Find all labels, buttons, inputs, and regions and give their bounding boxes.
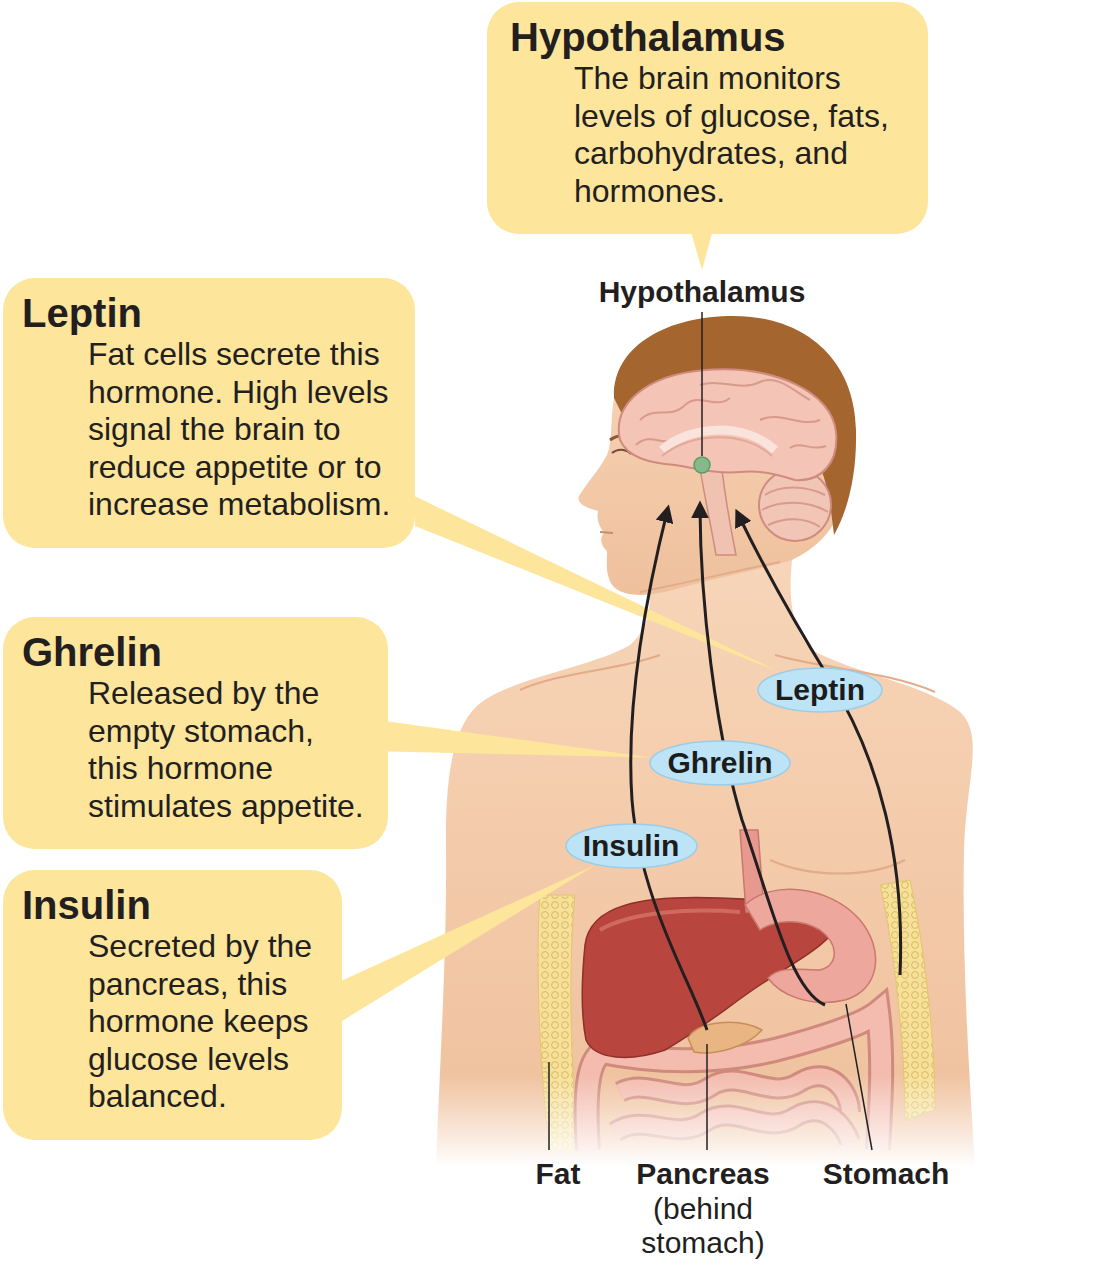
callout-pointer xyxy=(388,721,651,757)
body-fade xyxy=(420,1075,1000,1167)
callout-box: HypothalamusThe brain monitors levels of… xyxy=(487,2,928,234)
callout-box: GhrelinReleased by the empty stomach, th… xyxy=(3,617,388,849)
oval-shape xyxy=(566,824,697,868)
part-label: (behind stomach) xyxy=(623,1192,783,1260)
jaw-line xyxy=(640,562,780,592)
stomach xyxy=(745,889,876,1002)
leader-line xyxy=(706,1044,708,1150)
signal-arrow xyxy=(737,512,901,975)
pancreas xyxy=(688,1022,762,1052)
chest-line xyxy=(770,860,905,874)
callout-pointer xyxy=(342,865,595,1021)
hormone-name: Insulin xyxy=(565,823,698,869)
callout-heading: Hypothalamus xyxy=(487,14,920,60)
hypothalamus-dot xyxy=(694,457,710,473)
mouth xyxy=(600,532,613,533)
callout-heading: Leptin xyxy=(3,290,407,336)
callout-heading: Ghrelin xyxy=(3,629,380,675)
hormone-oval: Insulin xyxy=(565,823,698,869)
cerebrum xyxy=(619,369,837,480)
corpus-callosum-edge xyxy=(662,437,772,456)
liver-highlight xyxy=(600,911,740,930)
callout-box: InsulinSecreted by the pancreas, this ho… xyxy=(3,870,342,1140)
callout-box: LeptinFat cells secrete this hormone. Hi… xyxy=(3,278,415,548)
part-label: Hypothalamus xyxy=(562,274,842,310)
leader-line xyxy=(846,1004,872,1150)
leader-line xyxy=(548,1062,550,1150)
oval-shape xyxy=(650,741,790,785)
callout-body: Released by the empty stomach, this horm… xyxy=(88,675,370,825)
part-label: Stomach xyxy=(786,1156,986,1192)
hormone-name: Ghrelin xyxy=(649,740,791,786)
oval-shape xyxy=(758,668,882,712)
hormone-oval: Leptin xyxy=(757,667,883,713)
hormone-oval: Ghrelin xyxy=(649,740,791,786)
part-label: Fat xyxy=(498,1156,618,1192)
callout-body: Fat cells secrete this hormone. High lev… xyxy=(88,336,408,524)
callout-heading: Insulin xyxy=(3,882,334,928)
brainstem xyxy=(700,468,736,555)
cerebellum-fold xyxy=(762,488,828,528)
leader-line xyxy=(701,312,703,456)
part-label: Pancreas xyxy=(603,1156,803,1192)
hormone-name: Leptin xyxy=(757,667,883,713)
callout-body: The brain monitors levels of glucose, fa… xyxy=(574,60,914,210)
callout-body: Secreted by the pancreas, this hormone k… xyxy=(88,928,333,1116)
callout-pointer xyxy=(415,496,780,672)
